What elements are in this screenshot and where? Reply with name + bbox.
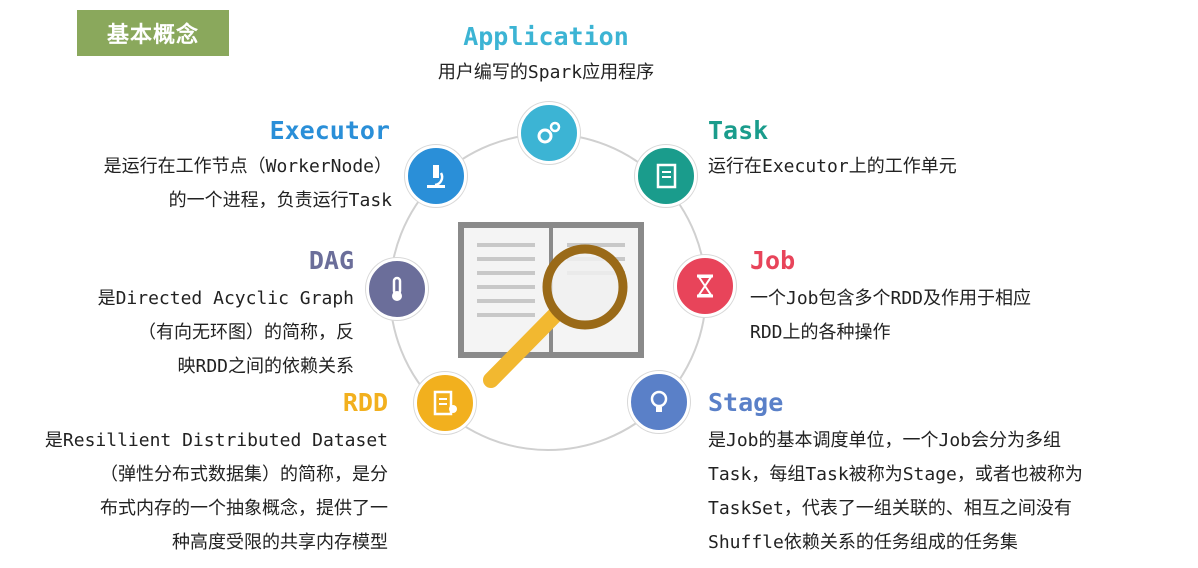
section-badge: 基本概念 xyxy=(77,10,229,56)
hourglass-icon xyxy=(697,274,713,298)
application-title: Application xyxy=(463,22,629,51)
certificate-icon xyxy=(433,390,457,416)
task-desc: 运行在Executor上的工作单元 xyxy=(708,156,957,177)
dag-node[interactable] xyxy=(366,258,428,320)
rdd-title: RDD xyxy=(342,388,388,417)
rdd-desc: 是Resillient Distributed Dataset （弹性分布式数据… xyxy=(44,430,388,553)
book-magnifier-icon xyxy=(458,222,644,388)
application-node[interactable] xyxy=(518,102,580,164)
notebook-icon xyxy=(656,163,677,189)
microscope-icon xyxy=(427,165,445,188)
job-node[interactable] xyxy=(674,255,736,317)
application-desc: 用户编写的Spark应用程序 xyxy=(437,62,655,83)
stage-node[interactable] xyxy=(628,371,690,433)
executor-node[interactable] xyxy=(405,145,467,207)
job-desc: 一个Job包含多个RDD及作用于相应 RDD上的各种操作 xyxy=(750,288,1032,343)
stage-desc: 是Job的基本调度单位，一个Job会分为多组 Task，每组Task被称为Sta… xyxy=(708,430,1083,553)
lightbulb-icon xyxy=(650,390,668,412)
thermometer-icon xyxy=(392,276,402,301)
executor-desc: 是运行在工作节点（WorkerNode） 的一个进程，负责运行Task xyxy=(103,156,392,211)
rdd-node[interactable] xyxy=(414,372,476,434)
dag-title: DAG xyxy=(308,246,354,275)
stage-title: Stage xyxy=(708,388,784,417)
task-title: Task xyxy=(708,116,769,145)
job-title: Job xyxy=(750,246,796,275)
task-node[interactable] xyxy=(635,145,697,207)
dag-desc: 是Directed Acyclic Graph （有向无环图）的简称，反 映RD… xyxy=(97,288,354,377)
executor-title: Executor xyxy=(269,116,390,145)
gears-icon xyxy=(537,121,561,144)
